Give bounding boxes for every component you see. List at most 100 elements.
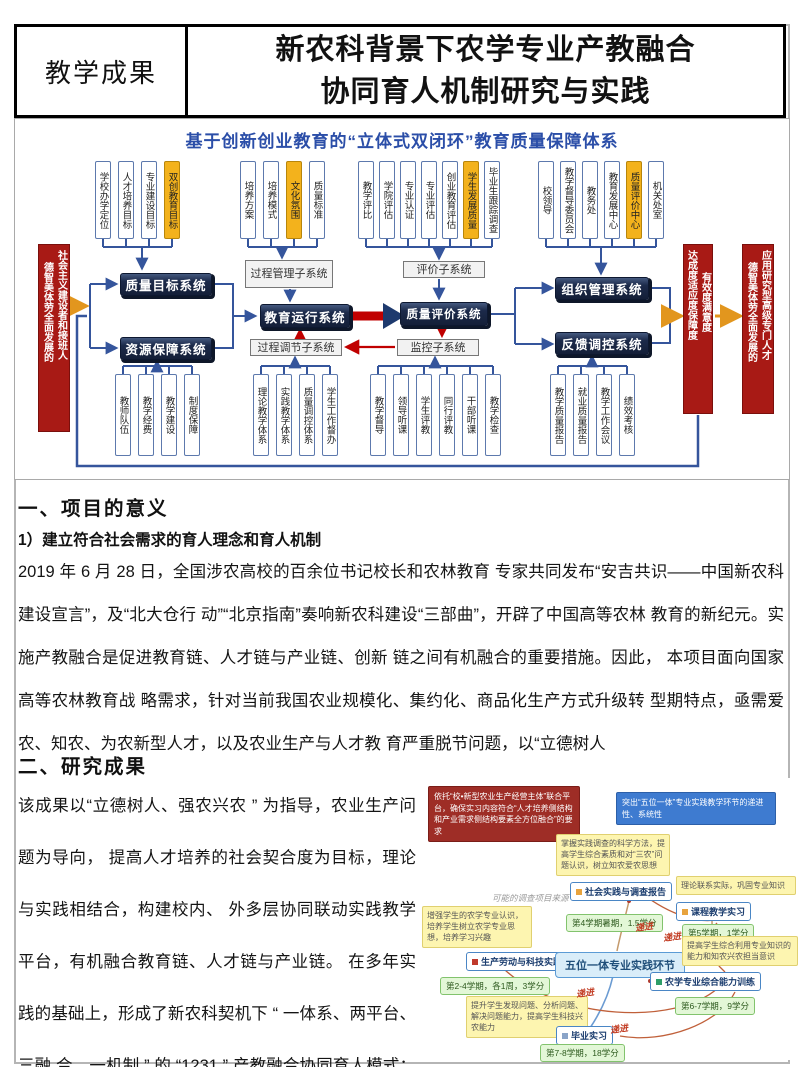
talent-output-banner: 德智美体劳全面发展的 应用研究型高级专门人才 — [742, 244, 774, 414]
talent-banner-col-left: 德智美体劳全面发展的 — [745, 262, 757, 362]
monitor-subsystem-label: 监控子系统 — [397, 339, 479, 356]
flow-item-box: 教学建设 — [161, 374, 177, 456]
flow-item-box: 理论教学体系 — [253, 374, 269, 456]
flow-item-box: 质量标准 — [309, 161, 325, 239]
flow-item-box: 教学经费 — [138, 374, 154, 456]
mindmap-node-course-practice: 课程教学实习 — [676, 902, 752, 921]
mindmap-node-label: 毕业实习 — [571, 1031, 608, 1041]
flow-item-box: 干部听课 — [462, 374, 478, 456]
flow-item-box-highlighted: 质量评价中心 — [626, 161, 642, 239]
flow-item-box: 教务处 — [582, 161, 598, 239]
mindmap-node-label: 生产劳动与科技实践 — [481, 957, 563, 967]
edge-label-progressive: 递进 — [634, 920, 654, 934]
adjust-boxes-group: 理论教学体系实践教学体系质量调控体系学生工作督办 — [253, 374, 338, 456]
flow-item-box: 培养模式 — [263, 161, 279, 239]
flow-item-box: 学校办学定位 — [95, 161, 111, 239]
flow-item-box: 校领导 — [538, 161, 554, 239]
flow-item-box: 教师队伍 — [115, 374, 131, 456]
feedback-boxes-group: 教学质量报告就业质量报告教学工作会议绩效考核 — [550, 374, 635, 456]
process-boxes-group: 培养方案培养模式文化氛围质量标准 — [240, 161, 325, 239]
mindmap-node-label: 农学专业综合能力训练 — [665, 977, 756, 987]
metrics-banner-col-left: 达成度适应度保障度 — [685, 250, 697, 340]
degree-metrics-banner: 达成度适应度保障度 有效度满意度 — [683, 244, 713, 414]
header: 教学成果 新农科背景下农学专业产教融合 协同育人机制研究与实践 — [14, 24, 786, 118]
quality-target-system-box: 质量目标系统 — [120, 273, 212, 296]
quality-evaluation-system-box: 质量评价系统 — [400, 302, 488, 326]
organization-boxes-group: 校领导教学督导委员会教务处教育发展中心质量评价中心机关处室 — [538, 161, 664, 239]
flow-item-box: 专业认证 — [400, 161, 416, 239]
flow-item-box: 就业质量报告 — [573, 374, 589, 456]
flow-item-box: 教学质量报告 — [550, 374, 566, 456]
flow-item-box: 质量调控体系 — [299, 374, 315, 456]
flow-item-box: 教学督导 — [370, 374, 386, 456]
goal-boxes-group: 学校办学定位人才培养目标专业建设目标双创教育目标 — [95, 161, 180, 239]
page-title: 新农科背景下农学专业产教融合 协同育人机制研究与实践 — [188, 27, 783, 115]
flow-item-box-highlighted: 文化氛围 — [286, 161, 302, 239]
flow-item-box: 人才培养目标 — [118, 161, 134, 239]
bullet-icon — [562, 1032, 568, 1039]
resource-guarantee-system-box: 资源保障系统 — [120, 337, 212, 360]
practice-mindmap: 依托“校•新型农业生产经营主体”联合平台，确保实习内容符合“人才培养侧结构和产业… — [420, 778, 798, 1062]
bullet-icon — [576, 888, 582, 895]
mindmap-credit-comprehensive-training: 第6-7学期，9学分 — [675, 997, 756, 1015]
flow-item-box: 绩效考核 — [619, 374, 635, 456]
mindmap-note-survey: 掌握实践调查的科学方法，提高学生综合素质和对“三农”问题认识，树立知农爱农思想 — [556, 834, 670, 876]
mindmap-note-cognition: 增强学生的农学专业认识，培养学生树立农学专业思想，培养学习兴趣 — [422, 906, 532, 948]
mindmap-node-label: 社会实践与调查报告 — [585, 887, 667, 897]
flowchart-title: 基于创新创业教育的“立体式双闭环”教育质量保障体系 — [185, 132, 619, 151]
flow-item-box: 专业评估 — [421, 161, 437, 239]
section1-paragraph: 2019 年 6 月 28 日，全国涉农高校的百余位书记校长和农林教育 专家共同… — [18, 563, 784, 753]
section1-heading: 一、项目的意义 — [18, 498, 169, 520]
mindmap-node-comprehensive-training: 农学专业综合能力训练 — [650, 972, 762, 991]
flow-item-box: 教学工作会议 — [596, 374, 612, 456]
flow-item-box: 创业教育评估 — [442, 161, 458, 239]
flow-item-box: 制度保障 — [184, 374, 200, 456]
flow-item-box: 学生工作督办 — [322, 374, 338, 456]
resource-boxes-group: 教师队伍教学经费教学建设制度保障 — [115, 374, 200, 456]
flow-item-box-highlighted: 双创教育目标 — [164, 161, 180, 239]
flow-item-box: 教学督导委员会 — [560, 161, 576, 239]
mindmap-node-social-practice: 社会实践与调查报告 — [570, 882, 673, 901]
left-banner-col-left: 德智美体劳全面发展的 — [41, 262, 53, 362]
evaluation-subsystem-label: 评价子系统 — [403, 261, 485, 278]
bullet-icon — [472, 958, 478, 965]
evaluation-boxes-group: 教学评比学院评估专业认证专业评估创业教育评估学生发展质量毕业生跟踪调查 — [358, 161, 500, 239]
section2-heading: 二、研究成果 — [18, 756, 148, 778]
flow-item-box-highlighted: 学生发展质量 — [463, 161, 479, 239]
flow-item-box: 学院评估 — [379, 161, 395, 239]
talent-banner-col-right: 应用研究型高级专门人才 — [759, 250, 771, 360]
header-badge: 教学成果 — [17, 27, 188, 115]
mindmap-note-platform: 依托“校•新型农业生产经营主体”联合平台，确保实习内容符合“人才培养侧结构和产业… — [428, 786, 580, 843]
mindmap-credit-labor-practice: 第2-4学期，各1周，3学分 — [440, 977, 551, 995]
monitor-boxes-group: 教学督导领导听课学生评教同行评教干部听课教学检查 — [370, 374, 501, 456]
flow-item-box: 培养方案 — [240, 161, 256, 239]
bullet-icon — [682, 908, 688, 915]
flow-item-box: 同行评教 — [439, 374, 455, 456]
section1-subheading: 1）建立符合社会需求的育人理念和育人机制 — [18, 532, 322, 549]
flow-item-box: 教学检查 — [485, 374, 501, 456]
page-title-line1: 新农科背景下农学专业产教融合 — [275, 34, 696, 66]
flow-item-box: 机关处室 — [648, 161, 664, 239]
flow-item-box: 学生评教 — [416, 374, 432, 456]
organization-management-system-box: 组织管理系统 — [555, 277, 649, 300]
mindmap-note-theory: 理论联系实际，巩固专业知识 — [676, 876, 796, 896]
flowchart-panel: 基于创新创业教育的“立体式双闭环”教育质量保障体系 — [14, 118, 790, 480]
page-title-line2: 协同育人机制研究与实践 — [320, 76, 651, 108]
flow-item-box: 专业建设目标 — [141, 161, 157, 239]
edge-label-progressive: 递进 — [662, 930, 682, 944]
left-input-banner: 德智美体劳全面发展的 社会主义建设者和接班人 — [38, 244, 70, 432]
mindmap-note-progressive: 突出“五位一体”专业实践教学环节的递进性、系统性 — [616, 792, 776, 826]
mindmap-center-node: 五位一体专业实践环节 — [555, 952, 685, 978]
left-banner-col-right: 社会主义建设者和接班人 — [55, 250, 67, 360]
education-operation-system-box: 教育运行系统 — [260, 304, 350, 328]
edge-label-progressive: 递进 — [609, 1022, 629, 1036]
mindmap-node-graduation-internship: 毕业实习 — [556, 1026, 614, 1045]
process-management-subsystem-label: 过程管理子系统 — [245, 260, 333, 288]
section2-paragraph: 该成果以“立德树人、强农兴农 ” 为指导，农业生产问题为导向， 提高人才培养的社… — [18, 797, 416, 1067]
bullet-icon — [656, 978, 662, 985]
process-adjust-subsystem-label: 过程调节子系统 — [250, 339, 342, 356]
mindmap-watermark: 可能的调查项目来源 — [492, 893, 569, 903]
flow-item-box: 实践教学体系 — [276, 374, 292, 456]
flow-item-box: 领导听课 — [393, 374, 409, 456]
